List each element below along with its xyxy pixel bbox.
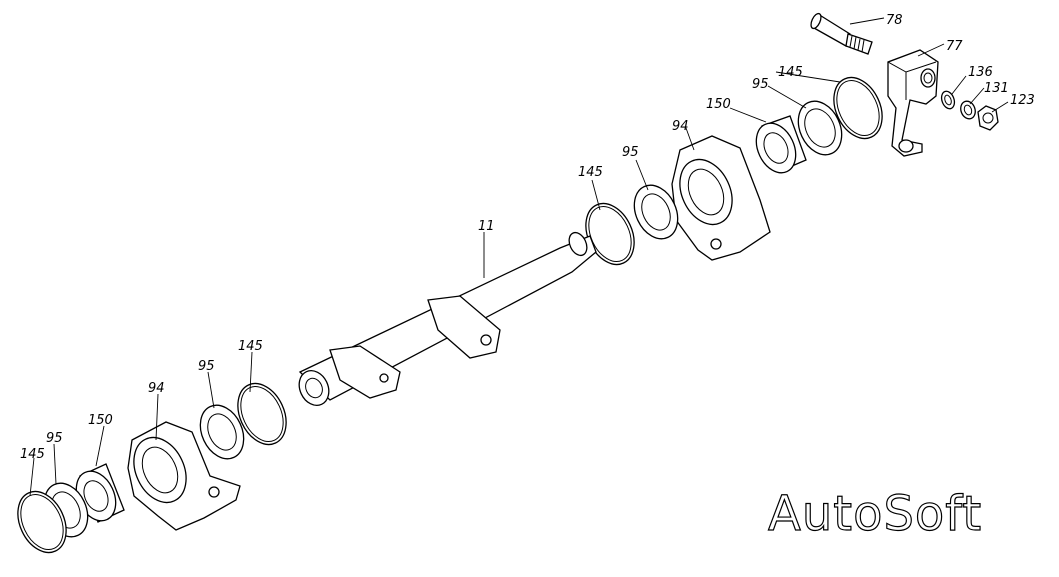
part-94-bearing-housing-upper [671, 135, 771, 261]
label-150-upper: 150 [706, 97, 731, 112]
label-95-left-inner: 95 [198, 359, 215, 374]
label-77: 77 [946, 39, 963, 54]
label-145-mid: 145 [578, 165, 603, 180]
label-94-upper: 94 [672, 119, 689, 134]
label-78: 78 [886, 13, 903, 28]
part-95-seal-upper [797, 100, 843, 156]
part-145-snap-ring-upper [833, 76, 883, 140]
label-145-left-inner: 145 [238, 339, 263, 354]
part-145-snap-ring-mid [585, 202, 635, 266]
label-145-upper: 145 [778, 65, 803, 80]
part-131-washer [960, 100, 976, 120]
part-136-washer [940, 90, 956, 110]
part-78-bolt [810, 12, 873, 55]
leader-lines [29, 17, 1009, 497]
autosoft-watermark: AutoSoft [768, 486, 982, 542]
part-77-lever [887, 49, 939, 157]
label-95-upper: 95 [752, 77, 769, 92]
label-95-left-outer: 95 [46, 431, 63, 446]
label-95-mid: 95 [622, 145, 639, 160]
label-131: 131 [984, 81, 1009, 96]
part-11-shaft [298, 231, 597, 407]
part-95-seal-left-inner [199, 404, 245, 460]
label-11: 11 [478, 219, 495, 234]
part-145-snap-ring-left-inner [237, 382, 287, 446]
label-145-left-outer: 145 [20, 447, 45, 462]
label-136: 136 [968, 65, 993, 80]
label-150-left: 150 [88, 413, 113, 428]
part-123-nut [977, 105, 999, 131]
label-94-left: 94 [148, 381, 165, 396]
label-123: 123 [1010, 93, 1035, 108]
part-94-bearing-housing-left [127, 421, 241, 531]
part-labels: 78 77 136 131 123 145 95 150 94 95 145 1… [20, 13, 1035, 462]
part-150-bearing-upper [755, 115, 807, 174]
part-95-seal-mid [633, 184, 679, 240]
